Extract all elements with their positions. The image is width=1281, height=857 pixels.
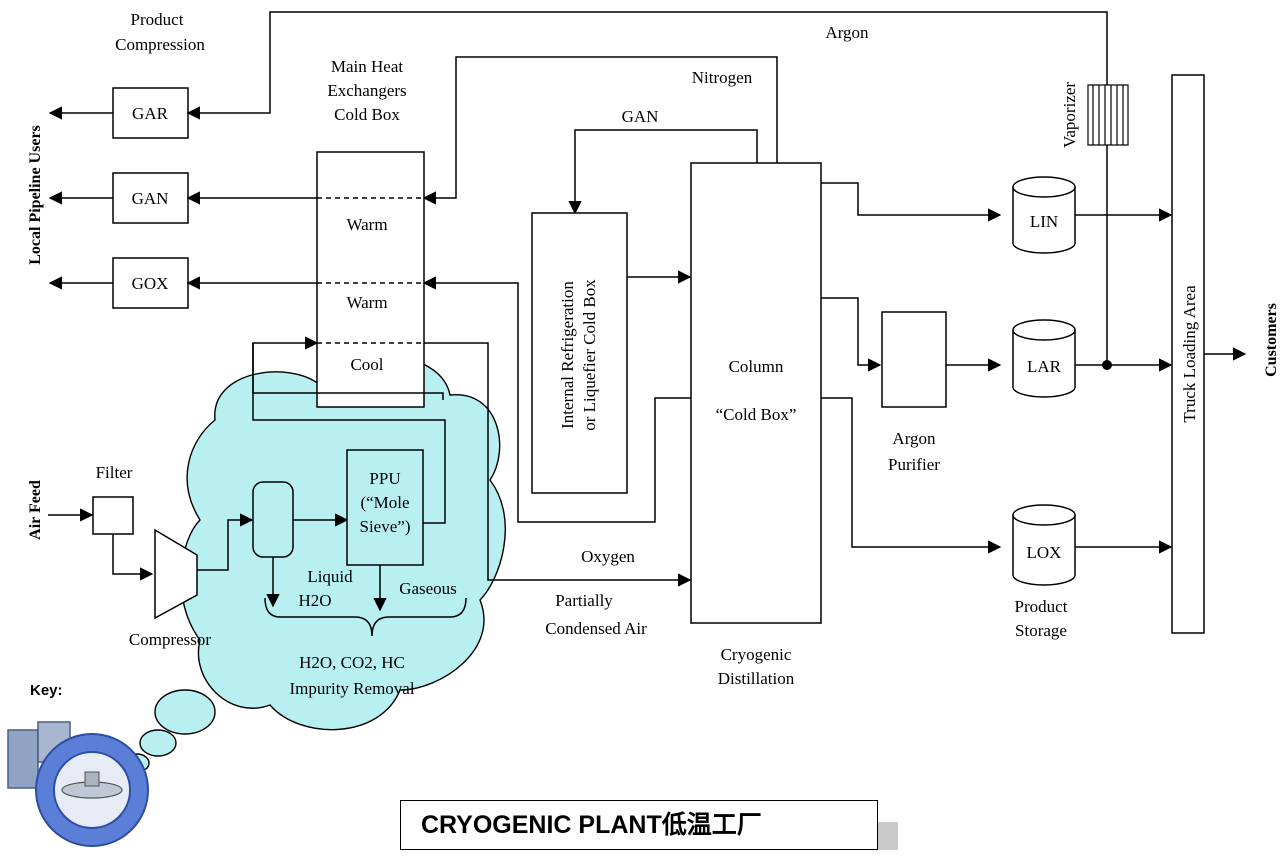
internal-refrigeration-box [531,212,628,494]
gan-label: GAN [132,189,169,208]
cool-label: Cool [350,355,383,374]
truck-loading-area-label: Truck Loading Area [1180,285,1199,423]
partially-condensed-label-1: Partially [555,591,613,610]
vaporizer-label: Vaporizer [1060,82,1079,148]
title-shadow [878,822,898,850]
impurity-brace [264,597,467,637]
ppu-to-hx-line [252,343,446,524]
warm1-label: Warm [346,215,387,234]
column-to-lox-line [821,397,1002,554]
column-label-1: Column [729,357,784,376]
product-storage-label-1: Product [1015,597,1068,616]
argon-label: Argon [825,23,869,42]
column-cold-box [690,162,822,624]
column-label-2: “Cold Box” [716,405,797,424]
gar-label: GAR [132,104,169,123]
product-compression-label-1: Product [131,10,184,29]
product-compression-label-2: Compression [115,35,205,54]
gox-box [112,257,189,309]
gan-box [112,172,189,224]
vaporizer-symbol [1087,84,1129,146]
cryogenic-label-1: Cryogenic [721,645,792,664]
compressor-to-vessel-line [197,513,254,571]
compressor-label: Compressor [129,630,212,649]
partially-condensed-label-2: Condensed Air [545,619,647,638]
main-hx-label-1: Main Heat [331,57,404,76]
cryogenic-label-2: Distillation [718,669,795,688]
truck-loading-area-box [1171,74,1205,634]
air-feed-label: Air Feed [27,480,44,540]
impurity-label-1: H2O, CO2, HC [299,653,405,672]
butterfly-valve-icon [7,721,149,847]
main-hx-label-3: Cold Box [334,105,400,124]
filter-to-compressor-line [112,534,154,581]
lar-tank [1012,319,1076,398]
ppu-label-1: PPU [369,469,400,488]
water-separator-vessel [252,481,294,558]
main-hx-label-2: Exchangers [327,81,406,100]
gan-recycle-line [568,129,758,215]
refrigeration-label-1: Internal Refrigeration [558,281,577,429]
cloud-bubble-medium [139,729,177,757]
oxygen-line [422,276,691,523]
ppu-mole-sieve-box [346,449,424,566]
liquid-label-1: Liquid [307,567,353,586]
warm2-label: Warm [346,293,387,312]
partially-condensed-air-line [424,342,692,587]
gaseous-label: Gaseous [399,579,457,598]
customers-label: Customers [1263,303,1280,377]
gox-label: GOX [132,274,169,293]
gan-recycle-label: GAN [622,107,659,126]
argon-purifier-label-2: Purifier [888,455,940,474]
cloud-bubble-large [154,689,216,735]
filter-box [92,496,134,535]
column-to-lin-line [821,182,1002,222]
column-to-argon-purifier-line [821,297,882,372]
compressor-symbol [154,528,198,620]
gar-box [112,87,189,139]
diagram-title: CRYOGENIC PLANT低温工厂 [400,800,878,850]
lin-tank [1012,176,1076,254]
lin-label: LIN [1030,212,1058,231]
key-label: Key: [30,682,63,699]
argon-purifier-label-1: Argon [892,429,936,448]
impurity-label-2: Impurity Removal [289,679,414,698]
filter-label: Filter [96,463,133,482]
liquid-label-2: H2O [298,591,331,610]
ppu-label-2: (“Mole [360,493,409,512]
oxygen-label: Oxygen [581,547,635,566]
lar-label: LAR [1027,357,1062,376]
nitrogen-label: Nitrogen [692,68,753,87]
product-storage-label-2: Storage [1015,621,1067,640]
main-heat-exchanger-box [316,151,425,408]
lox-tank [1012,504,1076,586]
refrigeration-label-2: or Liquefier Cold Box [580,279,599,431]
lox-label: LOX [1027,543,1062,562]
argon-purifier-box [881,311,947,408]
nitrogen-line [422,56,778,205]
local-pipeline-users-label: Local Pipeline Users [27,125,44,265]
ppu-label-3: Sieve”) [360,517,411,536]
